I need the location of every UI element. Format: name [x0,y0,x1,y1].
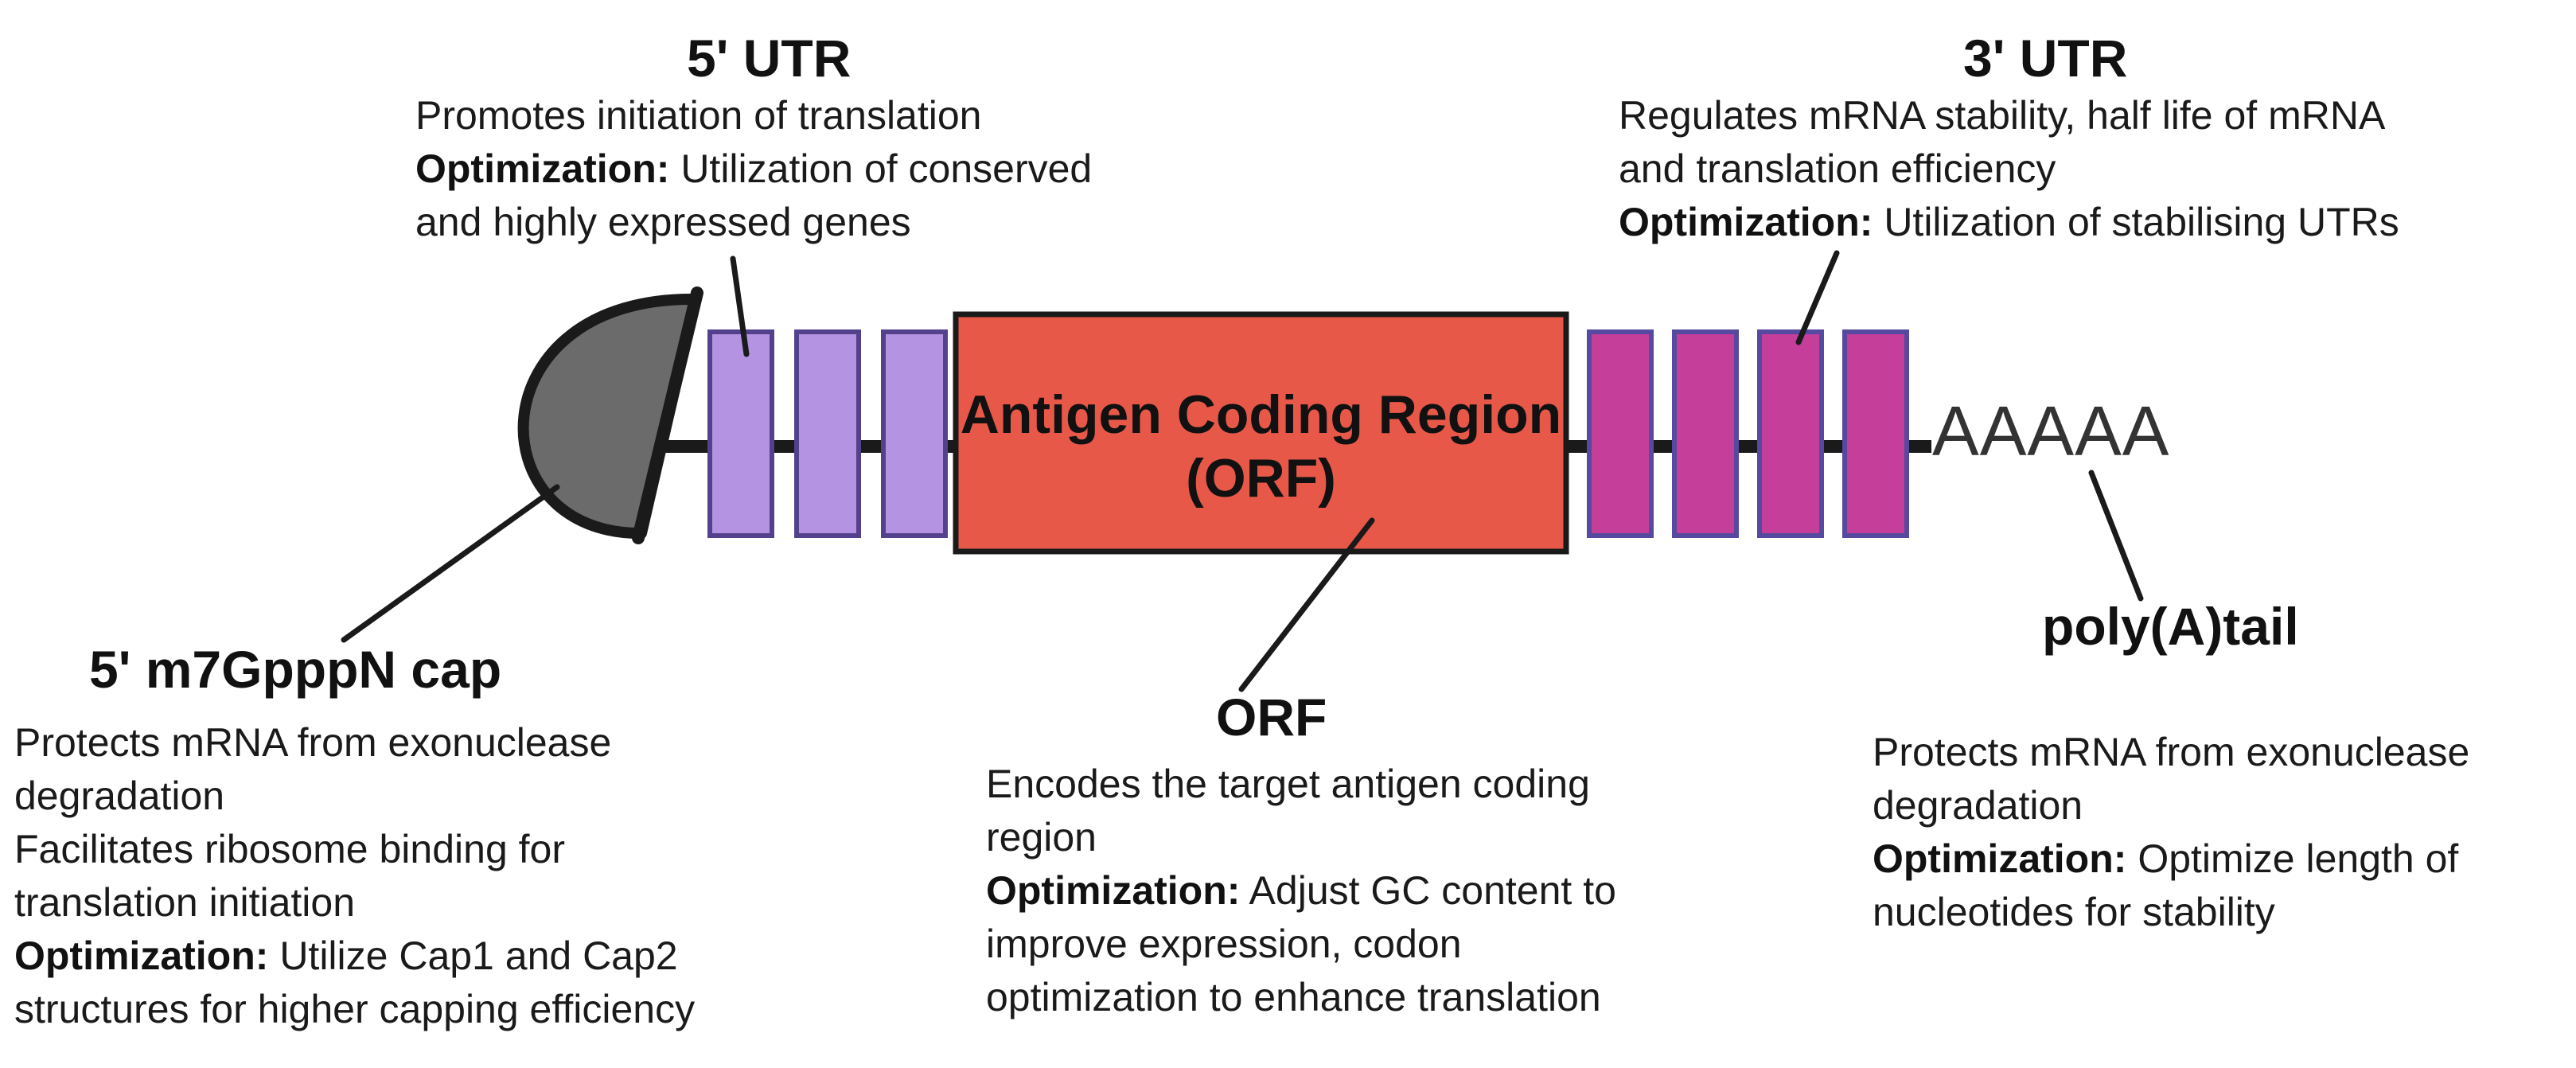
utr3-desc-line3: Optimization: Utilization of stabilising… [1619,196,2399,249]
text: Utilization of conserved [669,146,1093,191]
utr3-bar-1 [1587,329,1654,538]
text: optimization to enhance translation [986,975,1601,1019]
utr5-title: 5' UTR [687,29,852,88]
cap-desc-line1: Protects mRNA from exonuclease [14,716,695,770]
polya-desc-line3: Optimization: Optimize length of [1873,832,2469,886]
utr3-bar-2 [1672,329,1739,538]
utr5-bar-3 [881,329,948,538]
cap-description: Protects mRNA from exonuclease degradati… [14,716,695,1036]
utr3-description: Regulates mRNA stability, half life of m… [1619,89,2399,249]
orf-desc-line3: Optimization: Adjust GC content to [986,864,1616,918]
orf-box-label-line2: (ORF) [1186,448,1336,509]
polya-desc-line1: Protects mRNA from exonuclease [1873,726,2469,779]
utr3-title: 3' UTR [1963,29,2128,88]
text: Utilize Cap1 and Cap2 [268,934,678,978]
optimization-label: Optimization: [1873,836,2127,881]
text: translation initiation [14,880,356,925]
utr5-description: Promotes initiation of translation Optim… [415,89,1092,249]
polya-title: poly(A)tail [2042,597,2299,656]
orf-description: Encodes the target antigen coding region… [986,758,1616,1024]
poly-a-symbol: AAAAA [1932,392,2170,470]
cap-desc-line6: structures for higher capping efficiency [14,983,695,1036]
cap-desc-line2: degradation [14,770,695,823]
text: degradation [1873,783,2083,828]
utr3-desc-line1: Regulates mRNA stability, half life of m… [1619,89,2399,142]
orf-box [953,311,1569,555]
leader-line-orf [1238,517,1375,692]
text: Promotes initiation of translation [415,93,982,138]
optimization-label: Optimization: [415,146,670,191]
utr5-desc-line3: and highly expressed genes [415,196,1092,249]
leader-line-utr3 [1795,250,1840,345]
utr5-desc-line1: Promotes initiation of translation [415,89,1092,142]
orf-desc-line2: region [986,811,1616,864]
text: structures for higher capping efficiency [14,987,696,1031]
text: nucleotides for stability [1873,890,2275,934]
utr5-desc-line2: Optimization: Utilization of conserved [415,142,1092,196]
leader-line-cap [341,484,560,643]
utr5-bar-1 [707,329,774,538]
cap-title: 5' m7GpppN cap [89,640,502,699]
cap-desc-line5: Optimization: Utilize Cap1 and Cap2 [14,930,695,983]
polya-description: Protects mRNA from exonuclease degradati… [1873,726,2469,939]
cap-desc-line4: translation initiation [14,876,695,930]
utr3-bar-4 [1842,329,1909,538]
orf-desc-line4: improve expression, codon [986,918,1616,971]
text: Adjust GC content to [1240,868,1616,913]
optimization-label: Optimization: [986,868,1241,913]
utr3-bar-3 [1757,329,1824,538]
polya-desc-line4: nucleotides for stability [1873,886,2469,939]
text: and translation efficiency [1619,146,2056,191]
orf-title: ORF [1216,688,1327,746]
text: region [986,815,1097,859]
utr5-bar-2 [794,329,861,538]
cap-desc-line3: Facilitates ribosome binding for [14,823,695,876]
optimization-label: Optimization: [1619,200,1873,244]
orf-desc-line1: Encodes the target antigen coding [986,758,1616,811]
orf-desc-line5: optimization to enhance translation [986,971,1616,1024]
orf-box-label-line1: Antigen Coding Region [960,384,1562,445]
polya-desc-line2: degradation [1873,779,2469,832]
text: Optimize length of [2126,836,2459,881]
utr3-desc-line2: and translation efficiency [1619,142,2399,196]
text: Protects mRNA from exonuclease [14,720,612,765]
optimization-label: Optimization: [14,934,269,978]
text: Utilization of stabilising UTRs [1873,200,2399,244]
text: and highly expressed genes [415,200,911,244]
text: Regulates mRNA stability, half life of m… [1619,93,2386,138]
orf-box-label: Antigen Coding Region (ORF) [956,314,1566,552]
cap-flat-edge [632,286,703,544]
text: Protects mRNA from exonuclease [1873,730,2470,774]
leader-line-polya [2088,470,2144,602]
text: improve expression, codon [986,922,1462,966]
leader-line-utr5 [730,255,750,357]
text: Encodes the target antigen coding [986,762,1590,806]
text: Facilitates ribosome binding for [14,827,565,871]
text: degradation [14,774,225,818]
